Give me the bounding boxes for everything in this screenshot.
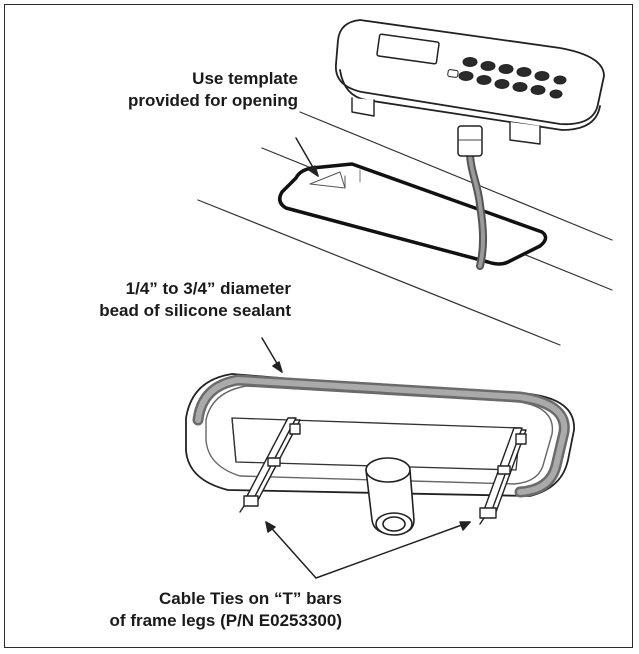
sealant-callout-line1: 1/4” to 3/4” diameter [99,278,291,300]
sealant-callout: 1/4” to 3/4” diameter bead of silicone s… [99,278,291,322]
template-callout-line2: provided for opening [128,90,298,112]
cable-ties-callout: Cable Ties on “T” bars of frame legs (P/… [110,588,342,632]
cable-connector [366,458,414,535]
template-callout: Use template provided for opening [128,68,298,112]
cable-tie-arrows [266,522,470,578]
cable-ties-callout-line2: of frame legs (P/N E0253300) [110,610,342,632]
sealant-arrow [262,338,282,372]
sealant-callout-line2: bead of silicone sealant [99,300,291,322]
cable-ties-callout-line1: Cable Ties on “T” bars [110,588,342,610]
keypad-unit [336,20,604,156]
template-callout-line1: Use template [128,68,298,90]
